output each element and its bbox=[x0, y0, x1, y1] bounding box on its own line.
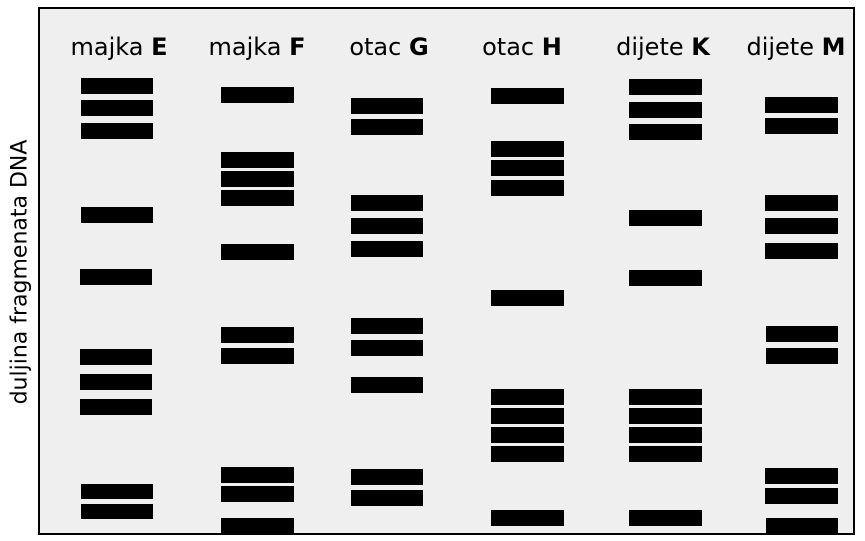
lane-title-h: otac H bbox=[452, 33, 592, 61]
band bbox=[629, 270, 702, 286]
band bbox=[221, 327, 294, 343]
band bbox=[221, 171, 294, 187]
lane-id: E bbox=[151, 33, 168, 61]
lane-title-m: dijete M bbox=[726, 33, 865, 61]
band bbox=[351, 218, 423, 234]
band bbox=[629, 408, 702, 424]
band bbox=[221, 467, 294, 483]
lane-name: otac bbox=[482, 33, 535, 61]
gel-area bbox=[38, 7, 855, 535]
band bbox=[221, 190, 294, 206]
band bbox=[221, 348, 294, 364]
band bbox=[765, 195, 838, 211]
band bbox=[629, 389, 702, 405]
band bbox=[80, 269, 152, 285]
band bbox=[351, 98, 423, 114]
y-axis-label-container: duljina fragmenata DNA bbox=[0, 0, 40, 541]
band bbox=[221, 152, 294, 168]
band bbox=[765, 488, 838, 504]
band bbox=[80, 374, 152, 390]
lane-title-e: majka E bbox=[49, 33, 189, 61]
lane-id: F bbox=[289, 33, 306, 61]
band bbox=[81, 484, 153, 499]
lane-title-g: otac G bbox=[319, 33, 459, 61]
band bbox=[491, 141, 564, 157]
lane-name: dijete bbox=[616, 33, 684, 61]
band bbox=[629, 124, 702, 140]
band bbox=[765, 243, 838, 259]
band bbox=[766, 518, 838, 533]
band bbox=[221, 518, 294, 534]
band bbox=[491, 88, 564, 104]
band bbox=[629, 210, 702, 226]
band bbox=[80, 399, 152, 415]
band bbox=[491, 389, 564, 405]
y-axis-label: duljina fragmenata DNA bbox=[7, 139, 33, 405]
lane-name: dijete bbox=[746, 33, 814, 61]
band bbox=[81, 78, 153, 94]
lane-id: K bbox=[691, 33, 710, 61]
band bbox=[491, 180, 564, 196]
band bbox=[491, 408, 564, 424]
band bbox=[765, 97, 838, 113]
band bbox=[491, 290, 564, 306]
band bbox=[221, 486, 294, 502]
lane-title-k: dijete K bbox=[593, 33, 733, 61]
band bbox=[81, 123, 153, 139]
band bbox=[351, 340, 423, 356]
band bbox=[491, 160, 564, 176]
band bbox=[491, 510, 564, 526]
band bbox=[765, 218, 838, 234]
band bbox=[629, 102, 702, 118]
lane-id: G bbox=[408, 33, 429, 61]
band bbox=[81, 100, 153, 116]
band bbox=[351, 469, 423, 485]
band bbox=[629, 510, 702, 526]
band bbox=[81, 504, 153, 519]
band bbox=[221, 244, 294, 260]
band bbox=[766, 326, 838, 342]
lane-name: otac bbox=[349, 33, 402, 61]
lane-id: M bbox=[821, 33, 846, 61]
band bbox=[351, 318, 423, 334]
band bbox=[766, 348, 838, 364]
band bbox=[629, 79, 702, 95]
lane-title-f: majka F bbox=[187, 33, 327, 61]
band bbox=[629, 427, 702, 443]
band bbox=[351, 195, 423, 211]
lane-name: majka bbox=[208, 33, 282, 61]
band bbox=[80, 349, 152, 365]
band bbox=[351, 119, 423, 135]
lane-id: H bbox=[541, 33, 562, 61]
band bbox=[81, 207, 153, 223]
band bbox=[351, 377, 423, 393]
band bbox=[491, 427, 564, 443]
band bbox=[765, 118, 838, 134]
band bbox=[351, 241, 423, 257]
band bbox=[491, 446, 564, 462]
lane-name: majka bbox=[70, 33, 144, 61]
band bbox=[629, 446, 702, 462]
band bbox=[221, 87, 294, 103]
band bbox=[351, 490, 423, 506]
band bbox=[765, 468, 838, 484]
